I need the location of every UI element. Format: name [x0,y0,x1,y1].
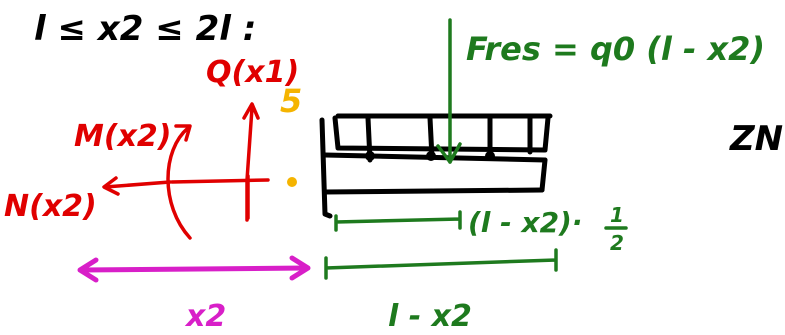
moment-arrowhead [174,124,192,142]
remaining-length-line [324,248,558,280]
resultant-force: Fres = q0 (l - x2) [436,18,765,164]
remaining-length-label: l - x2 [388,299,472,334]
horizontal-axis [170,178,270,184]
orange-annotation: 5 [280,82,302,120]
condition-heading: l ≤ x2 ≤ 2l : [34,9,256,49]
right-edge-label: ZN [729,119,783,159]
half-numerator: 1 [610,203,624,227]
shear-arrowhead [242,102,260,120]
normal-force-label: N(x2) [4,189,97,224]
beam-with-distributed-load [319,113,553,219]
normal-arrowhead [102,176,120,196]
orange-dot [287,177,297,187]
lever-arm-line [334,210,462,232]
x2-left-arrowhead [77,257,99,283]
beam-cut-edge [319,117,333,219]
normal-force-arrow [103,180,172,189]
beam-right-end [539,157,548,193]
resultant-arrowhead [436,142,462,164]
resultant-force-label: Fres = q0 (l - x2) [466,30,765,68]
x2-label: x2 [184,299,226,334]
beam-top-edge [322,152,548,163]
shear-force-label: Q(x1) [206,55,299,90]
x2-dimension-line [79,265,309,273]
x2-dimension: x2 [77,255,311,334]
moment-label: M(x2) [74,119,172,154]
beam-bottom-edge [322,187,545,195]
lever-arm-dimension: (l - x2)· 1 2 [334,203,628,255]
half-denominator: 2 [610,231,624,255]
lever-arm-label: (l - x2)· [468,206,583,239]
x2-right-arrowhead [289,255,311,281]
moment-arc [166,126,192,240]
remaining-length-dimension: l - x2 [324,248,558,334]
free-body-section: Q(x1) M(x2) N(x2) [4,55,299,240]
